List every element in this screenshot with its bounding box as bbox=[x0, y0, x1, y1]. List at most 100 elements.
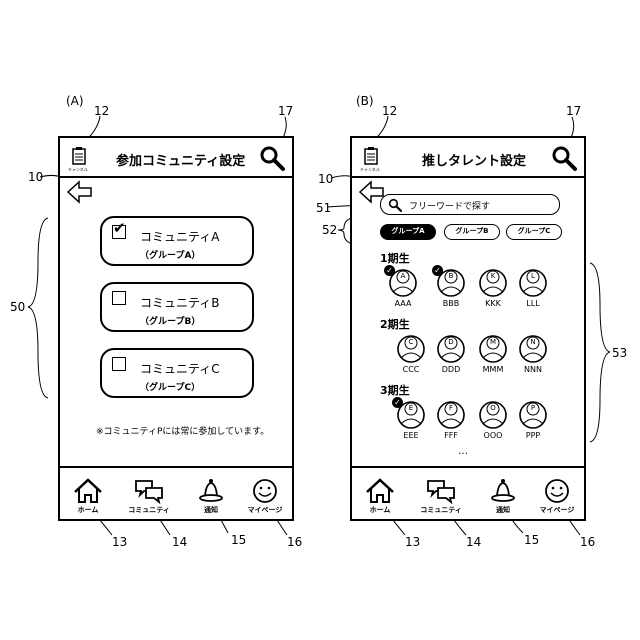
nav-label: 通知 bbox=[496, 505, 510, 515]
talent-initial: A bbox=[396, 272, 410, 281]
search-button[interactable] bbox=[258, 144, 286, 176]
search-placeholder: フリーワードで探す bbox=[409, 199, 490, 212]
community-card-c[interactable]: コミュニティC （グループC） bbox=[100, 348, 254, 398]
ref-mypage-b: 16 bbox=[580, 535, 595, 549]
ref-home-b: 13 bbox=[405, 535, 420, 549]
nav-label: ホーム bbox=[78, 505, 99, 515]
community-card-a[interactable]: ✔ コミュニティA （グループA） bbox=[100, 216, 254, 266]
nav-community[interactable]: コミュニティ bbox=[134, 478, 164, 516]
header-divider bbox=[352, 176, 584, 178]
check-icon: ✓ bbox=[392, 397, 403, 408]
talent-initial: C bbox=[404, 338, 418, 347]
generation-title: 3期生 bbox=[380, 382, 410, 398]
community-name: コミュニティA bbox=[140, 228, 220, 245]
talent-item[interactable]: D DDD bbox=[436, 334, 466, 374]
check-icon: ✓ bbox=[384, 265, 395, 276]
talent-item[interactable]: P PPP bbox=[518, 400, 548, 440]
nav-mypage[interactable]: マイページ bbox=[542, 478, 572, 516]
search-icon bbox=[388, 198, 402, 212]
talent-item[interactable]: N NNN bbox=[518, 334, 548, 374]
talent-item[interactable]: M MMM bbox=[478, 334, 508, 374]
ref-back-b: 10 bbox=[318, 172, 333, 186]
channel-button[interactable]: チャンネル bbox=[362, 146, 380, 172]
talent-initial: P bbox=[526, 404, 540, 413]
ref-channel-b: 12 bbox=[382, 104, 397, 118]
ref-search-b: 17 bbox=[566, 104, 581, 118]
nav-mypage[interactable]: マイページ bbox=[250, 478, 280, 516]
ref-search-a: 17 bbox=[278, 104, 293, 118]
list-icon bbox=[70, 146, 88, 166]
list-icon bbox=[362, 146, 380, 166]
ref-search-box-b: 51 bbox=[316, 201, 331, 215]
community-group: （グループC） bbox=[140, 380, 200, 393]
talent-initial: O bbox=[486, 404, 500, 413]
nav-label: コミュニティ bbox=[128, 505, 170, 515]
nav-community[interactable]: コミュニティ bbox=[426, 478, 456, 516]
header-divider bbox=[60, 176, 292, 178]
nav-notify[interactable]: 通知 bbox=[488, 478, 518, 516]
nav-home[interactable]: ホーム bbox=[73, 478, 103, 516]
check-icon: ✓ bbox=[432, 265, 443, 276]
talent-name: EEE bbox=[390, 431, 432, 440]
channel-button[interactable]: チャンネル bbox=[70, 146, 88, 172]
channel-label: チャンネル bbox=[360, 167, 380, 173]
community-card-b[interactable]: コミュニティB （グループB） bbox=[100, 282, 254, 332]
community-checkbox[interactable] bbox=[112, 291, 126, 305]
ref-tabs-b: 52 bbox=[322, 223, 337, 237]
search-icon bbox=[258, 144, 286, 172]
talent-initial: N bbox=[526, 338, 540, 347]
ref-mypage-a: 16 bbox=[287, 535, 302, 549]
back-arrow-icon bbox=[66, 180, 94, 204]
talent-item[interactable]: O OOO bbox=[478, 400, 508, 440]
talent-name: PPP bbox=[512, 431, 554, 440]
talent-item[interactable]: A ✓ AAA bbox=[388, 268, 418, 308]
bell-icon bbox=[196, 478, 226, 504]
talent-name: OOO bbox=[472, 431, 514, 440]
talent-name: CCC bbox=[390, 365, 432, 374]
talent-item[interactable]: E ✓ EEE bbox=[396, 400, 426, 440]
chat-icon bbox=[426, 478, 456, 504]
channel-label: チャンネル bbox=[68, 167, 88, 173]
chat-icon bbox=[134, 478, 164, 504]
community-checkbox[interactable]: ✔ bbox=[112, 225, 126, 239]
phone-screen-b: チャンネル 推しタレント設定 フリーワードで探す グループA グループB グルー… bbox=[350, 136, 586, 521]
community-group: （グループA） bbox=[140, 248, 200, 261]
ref-channel-a: 12 bbox=[94, 104, 109, 118]
panel-b-label: (B) bbox=[356, 94, 374, 108]
talent-item[interactable]: C CCC bbox=[396, 334, 426, 374]
talent-initial: F bbox=[444, 404, 458, 413]
bell-icon bbox=[488, 478, 518, 504]
smiley-icon bbox=[250, 478, 280, 504]
nav-home[interactable]: ホーム bbox=[365, 478, 395, 516]
talent-name: MMM bbox=[472, 365, 514, 374]
bottom-nav: ホーム コミュニティ 通知 マイページ bbox=[60, 468, 292, 519]
search-icon bbox=[550, 144, 578, 172]
ref-notify-a: 15 bbox=[231, 533, 246, 547]
talent-name: BBB bbox=[430, 299, 472, 308]
talent-initial: K bbox=[486, 272, 500, 281]
ref-talents-b: 53 bbox=[612, 346, 627, 360]
community-group: （グループB） bbox=[140, 314, 200, 327]
search-button[interactable] bbox=[550, 144, 578, 176]
talent-name: LLL bbox=[512, 299, 554, 308]
more-indicator: … bbox=[458, 446, 468, 457]
talent-item[interactable]: F FFF bbox=[436, 400, 466, 440]
tab-group-b[interactable]: グループB bbox=[444, 224, 500, 240]
community-name: コミュニティC bbox=[140, 360, 220, 377]
nav-label: コミュニティ bbox=[420, 505, 462, 515]
back-button[interactable] bbox=[66, 180, 94, 208]
community-checkbox[interactable] bbox=[112, 357, 126, 371]
talent-item[interactable]: L LLL bbox=[518, 268, 548, 308]
tab-group-c[interactable]: グループC bbox=[506, 224, 562, 240]
ref-list-a: 50 bbox=[10, 300, 25, 314]
talent-name: FFF bbox=[430, 431, 472, 440]
talent-item[interactable]: K KKK bbox=[478, 268, 508, 308]
talent-item[interactable]: B ✓ BBB bbox=[436, 268, 466, 308]
ref-back-a: 10 bbox=[28, 170, 43, 184]
keyword-search-box[interactable]: フリーワードで探す bbox=[380, 194, 560, 215]
generation-title: 1期生 bbox=[380, 250, 410, 266]
talent-initial: D bbox=[444, 338, 458, 347]
tab-group-a[interactable]: グループA bbox=[380, 224, 436, 240]
nav-notify[interactable]: 通知 bbox=[196, 478, 226, 516]
ref-home-a: 13 bbox=[112, 535, 127, 549]
